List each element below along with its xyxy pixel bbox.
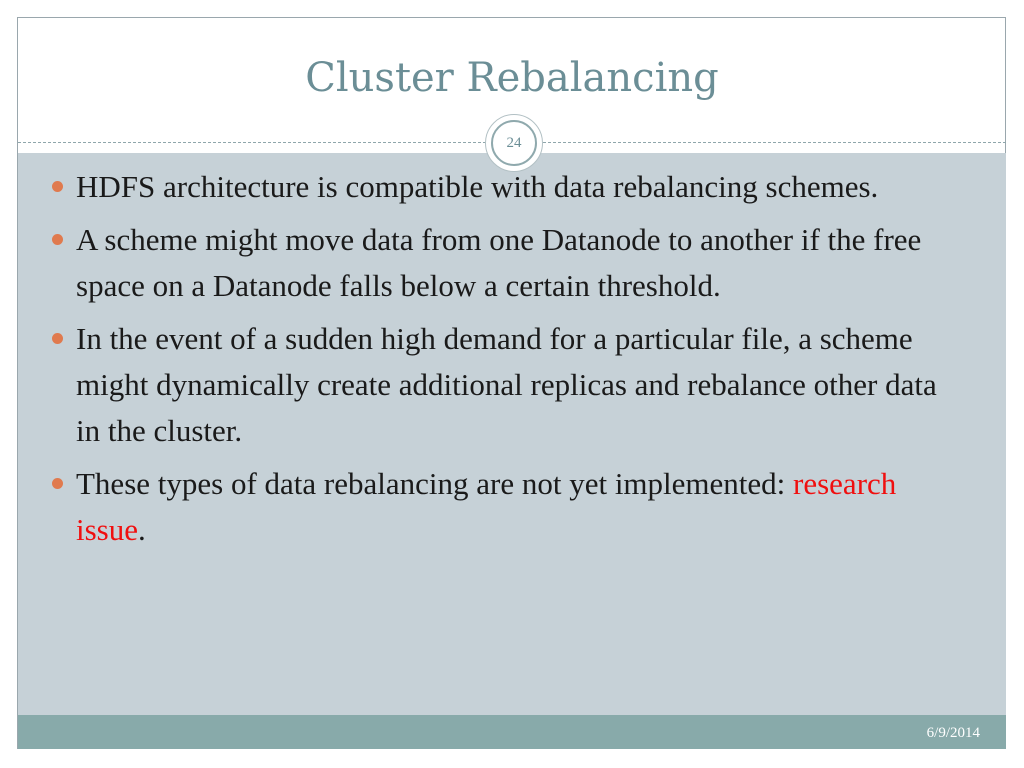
bullet-text-after-highlight: . [138, 512, 146, 547]
bullet-text: HDFS architecture is compatible with dat… [76, 169, 879, 204]
slide-title: Cluster Rebalancing [305, 55, 719, 101]
bullet-icon [52, 234, 63, 245]
page-number: 24 [491, 120, 537, 166]
bullet-text-before-highlight: These types of data rebalancing are not … [76, 466, 794, 501]
page-number-badge: 24 [485, 114, 543, 172]
bullet-text: A scheme might move data from one Datano… [76, 222, 922, 303]
bullet-icon [52, 181, 63, 192]
bullet-icon [52, 478, 63, 489]
research-issue-highlight: research issue [76, 466, 897, 547]
bullet-list: HDFS architecture is compatible with dat… [52, 164, 967, 560]
bullet-item: These types of data rebalancing are not … [52, 461, 967, 553]
bullet-text: In the event of a sudden high demand for… [76, 321, 937, 448]
content-background [18, 153, 1006, 715]
bullet-icon [52, 333, 63, 344]
footer-band [18, 715, 1006, 749]
bullet-item: HDFS architecture is compatible with dat… [52, 164, 967, 210]
bullet-item: A scheme might move data from one Datano… [52, 217, 967, 309]
slide-date: 6/9/2014 [926, 725, 980, 741]
bullet-item: In the event of a sudden high demand for… [52, 316, 967, 454]
